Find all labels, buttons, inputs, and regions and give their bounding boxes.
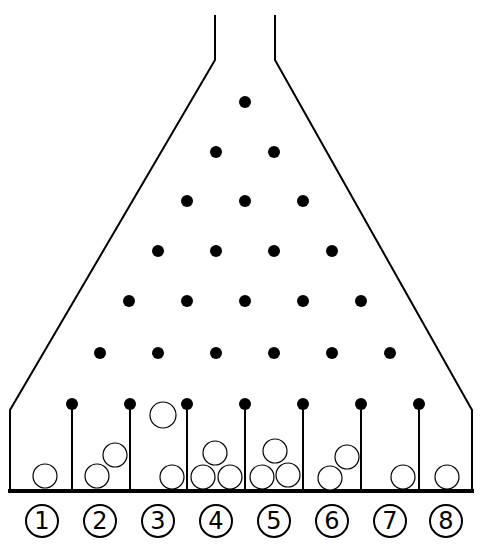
callout-number: 6 xyxy=(324,509,339,533)
number-circles xyxy=(26,505,462,537)
callout-number: 7 xyxy=(382,509,397,533)
balls xyxy=(33,402,459,490)
callout-number: 3 xyxy=(150,509,165,533)
pegs xyxy=(66,96,425,410)
callout-number: 1 xyxy=(34,509,49,533)
base-line xyxy=(8,489,474,493)
callout-number: 5 xyxy=(266,509,281,533)
callout-number: 4 xyxy=(208,509,223,533)
callout-number: 8 xyxy=(438,509,453,533)
callout-number: 2 xyxy=(92,509,107,533)
funnel-outline xyxy=(10,15,472,490)
bin-dividers xyxy=(72,404,419,490)
